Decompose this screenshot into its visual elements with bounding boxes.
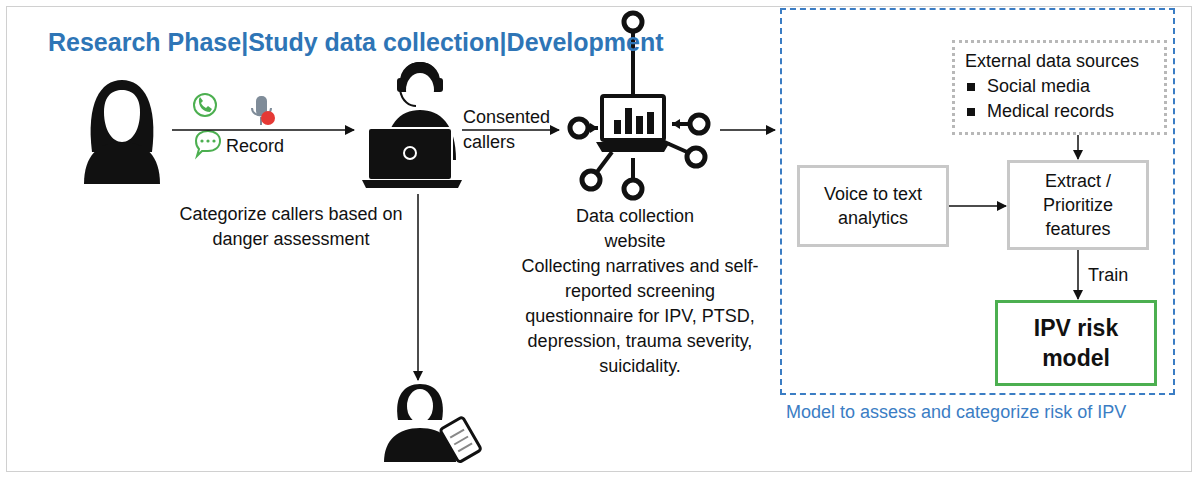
annotation-label: Categorize callers based on danger asses… bbox=[175, 202, 407, 252]
region-label: Model to assess and categorize risk of I… bbox=[786, 402, 1126, 423]
flow-arrow bbox=[720, 129, 775, 131]
model-box: IPV risk model bbox=[995, 300, 1157, 386]
connector-arrow bbox=[1077, 250, 1079, 299]
flow-arrow bbox=[462, 129, 559, 131]
annotation-label: Data collection website bbox=[560, 204, 710, 254]
flow-arrow bbox=[417, 194, 419, 380]
box-label: Voice to text analytics bbox=[808, 182, 938, 230]
chat-icon bbox=[196, 131, 220, 156]
phone-icon bbox=[194, 94, 216, 116]
connector-arrow bbox=[949, 205, 1006, 207]
categorized-caller-figure bbox=[384, 384, 481, 463]
box-heading: External data sources bbox=[965, 49, 1154, 74]
process-box: Extract / Prioritize features bbox=[1007, 160, 1149, 250]
connector-arrow bbox=[1077, 135, 1079, 159]
model-region: Model to assess and categorize risk of I… bbox=[780, 8, 1175, 395]
bullet-item: Medical records bbox=[965, 99, 1154, 124]
box-label: IPV risk model bbox=[1006, 313, 1146, 373]
annotation-label: Collecting narratives and self-reported … bbox=[514, 254, 766, 379]
annotation-label: Consented callers bbox=[463, 105, 558, 155]
caller-figure bbox=[84, 80, 160, 184]
operator-figure bbox=[362, 62, 462, 188]
box-label: Extract / Prioritize features bbox=[1018, 169, 1138, 241]
flow-arrow bbox=[172, 129, 354, 131]
title: Research Phase|Study data collection|Dev… bbox=[48, 28, 664, 57]
microphone-icon bbox=[252, 96, 275, 125]
edge-label: Train bbox=[1086, 264, 1130, 286]
annotation-label: Record bbox=[226, 134, 316, 159]
data-source-box: External data sourcesSocial mediaMedical… bbox=[952, 40, 1167, 135]
bullet-item: Social media bbox=[965, 74, 1154, 99]
process-box: Voice to text analytics bbox=[797, 165, 949, 247]
